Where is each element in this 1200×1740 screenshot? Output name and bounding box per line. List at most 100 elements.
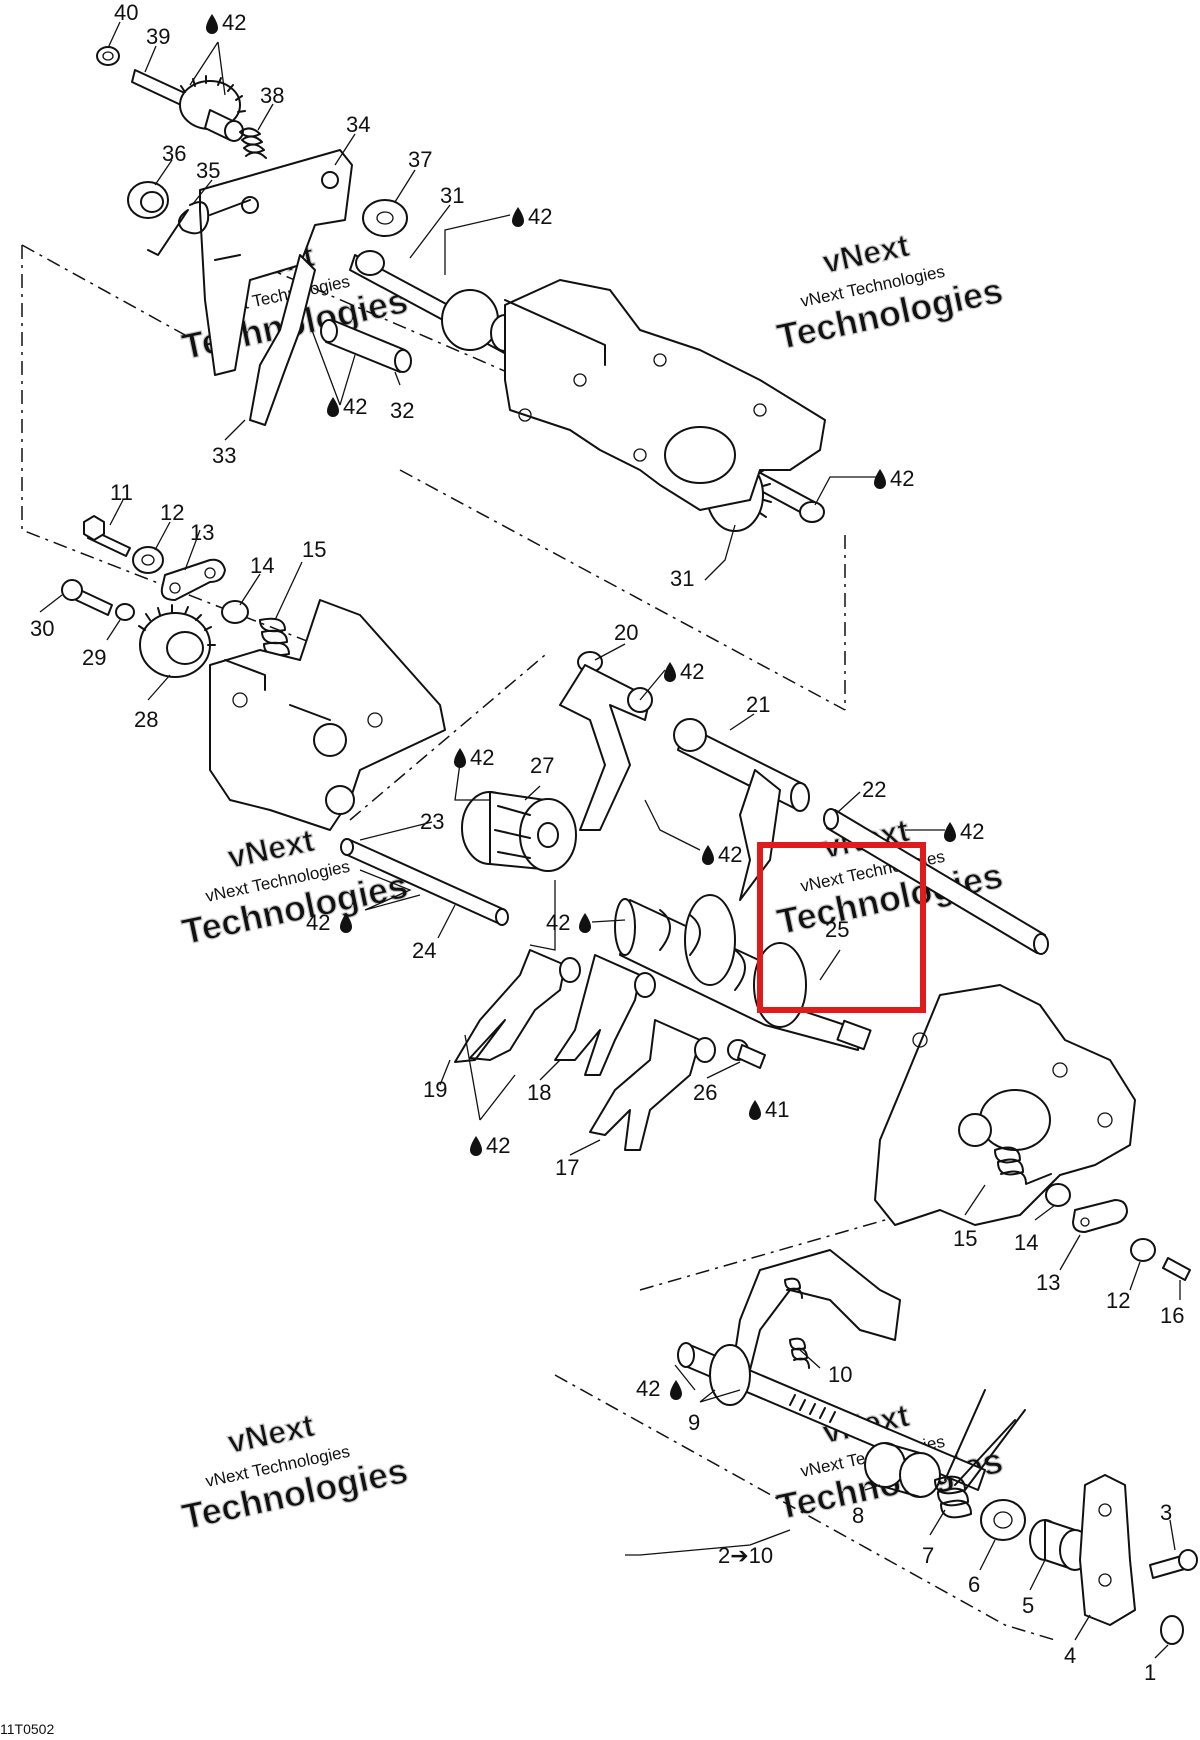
drop-icon (874, 469, 886, 489)
bracket-34 (199, 149, 353, 376)
svg-text:42: 42 (470, 745, 494, 770)
fork-19 (454, 949, 581, 1063)
spring-7 (934, 1389, 1026, 1519)
callout-31-bottom: 31 (670, 566, 694, 591)
pin-32 (320, 319, 412, 373)
shaft-21 (673, 718, 810, 901)
callout-42-fork20: 42 (664, 659, 704, 684)
washer-29 (115, 603, 135, 621)
callout-13-left: 13 (190, 520, 214, 545)
svg-text:42: 42 (960, 819, 984, 844)
lever-4 (1079, 1474, 1136, 1626)
callout-42-shaft31: 42 (512, 204, 552, 229)
callout-4: 4 (1064, 1643, 1076, 1668)
callout-25: 25 (825, 917, 849, 942)
drop-icon (944, 822, 956, 842)
callout-12-left: 12 (160, 500, 184, 525)
rod-23 (340, 838, 509, 926)
drop-icon (206, 14, 218, 34)
watermark-mid-left: vNext vNext Technologies Technologies (178, 821, 412, 953)
callout-42-right-shaft: 42 (874, 466, 914, 491)
callout-19: 19 (423, 1077, 447, 1102)
gear-28 (138, 604, 216, 678)
spring-10a (784, 1277, 810, 1369)
callout-20: 20 (614, 620, 638, 645)
fork-17 (589, 1019, 716, 1151)
callout-29: 29 (82, 645, 106, 670)
gear-shaft-39 (131, 69, 246, 142)
svg-text:42: 42 (718, 842, 742, 867)
callout-35: 35 (196, 158, 220, 183)
callout-31-top: 31 (440, 183, 464, 208)
drop-icon (702, 845, 714, 865)
plate-housing-upper (504, 279, 826, 511)
spring-15a (259, 617, 290, 657)
drop-icon (327, 397, 339, 417)
callout-13-right: 13 (1036, 1270, 1060, 1295)
washer-37 (362, 199, 408, 237)
callout-2-to-10: 2➔10 (718, 1543, 773, 1568)
callout-22: 22 (862, 777, 886, 802)
callout-15-right: 15 (953, 1226, 977, 1251)
callout-12-right: 12 (1106, 1288, 1130, 1313)
callout-7: 7 (922, 1543, 934, 1568)
drop-icon (664, 662, 676, 682)
leader-lines (39, 21, 1181, 1659)
bolt-11a (83, 515, 131, 557)
callout-42-pin32: 42 (327, 394, 367, 419)
callout-21: 21 (746, 692, 770, 717)
callout-42-drum25: 42 (546, 910, 591, 935)
drum-27 (461, 791, 577, 872)
drop-icon (454, 748, 466, 768)
bolt-30 (61, 579, 113, 616)
callout-28: 28 (134, 707, 158, 732)
reference-code: 11T0502 (0, 1721, 54, 1737)
callout-36: 36 (162, 141, 186, 166)
plate-13b (1072, 1199, 1128, 1233)
callout-9: 9 (688, 1410, 700, 1435)
callout-42-shaft9: 42 (636, 1376, 682, 1401)
watermark-top-right: vNext vNext Technologies Technologies (773, 226, 1007, 358)
callout-11-left: 11 (110, 480, 133, 505)
callout-32: 32 (390, 398, 414, 423)
callout-1: 1 (1144, 1660, 1156, 1685)
callout-30: 30 (30, 616, 54, 641)
highlight-box-part-25 (757, 842, 926, 1013)
callout-17: 17 (555, 1155, 579, 1180)
shaft-lever-9 (677, 1249, 986, 1491)
svg-text:42: 42 (680, 659, 704, 684)
spring-38 (239, 127, 267, 159)
washer-1 (1160, 1615, 1184, 1645)
callout-14-left: 14 (250, 553, 274, 578)
callout-39: 39 (146, 24, 170, 49)
callout-34: 34 (346, 112, 370, 137)
callout-24: 24 (412, 938, 436, 963)
svg-text:42: 42 (528, 204, 552, 229)
spring-15b (994, 1146, 1052, 1185)
svg-text:42: 42 (890, 466, 914, 491)
drop-icon (470, 1136, 482, 1156)
callout-42-rod22: 42 (944, 819, 984, 844)
washer-6 (980, 1499, 1026, 1541)
washer-14b (1045, 1183, 1071, 1207)
callout-18: 18 (527, 1080, 551, 1105)
fork-20 (559, 651, 653, 831)
callout-42-drum27: 42 (454, 745, 494, 770)
callout-14-right: 14 (1014, 1230, 1038, 1255)
callout-10-spring: 10 (828, 1362, 852, 1387)
callout-42-rods: 42 (306, 910, 352, 935)
callout-8: 8 (852, 1503, 864, 1528)
washer-12a (132, 546, 164, 574)
svg-text:42: 42 (306, 910, 330, 935)
svg-text:41: 41 (765, 1097, 789, 1122)
washer-14a (221, 600, 249, 624)
svg-text:42: 42 (486, 1133, 510, 1158)
callouts: 40 39 42 38 34 36 35 37 31 42 42 32 33 4… (30, 0, 1184, 1685)
callout-38: 38 (260, 83, 284, 108)
callout-3: 3 (1160, 1500, 1172, 1525)
callout-41: 41 (749, 1097, 789, 1122)
drop-icon (670, 1380, 682, 1400)
lever-33 (249, 254, 316, 426)
callout-5: 5 (1022, 1593, 1034, 1618)
